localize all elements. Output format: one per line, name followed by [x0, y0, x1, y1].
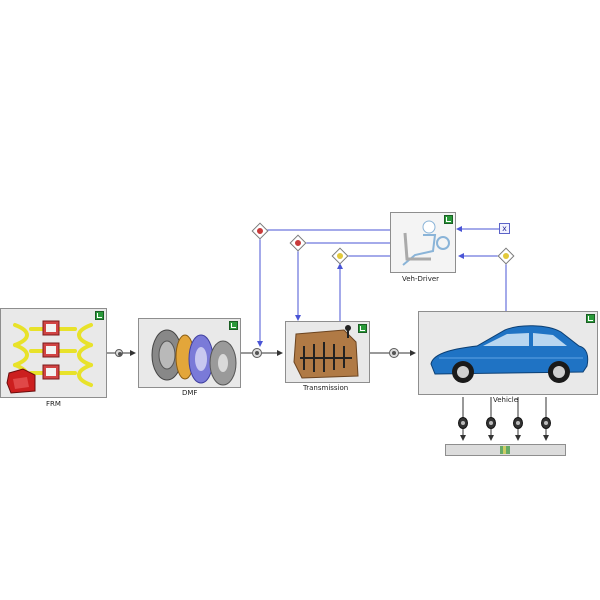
wheel-sensor-icon[interactable]: [458, 417, 468, 429]
wheel-sensor-icon[interactable]: [513, 417, 523, 429]
signal-input-icon[interactable]: x: [499, 223, 510, 234]
connector-node-icon[interactable]: [252, 348, 262, 358]
frm-block[interactable]: [0, 308, 107, 398]
expand-icon[interactable]: [358, 324, 367, 333]
connector-node-icon[interactable]: [389, 348, 399, 358]
car-icon: [430, 325, 589, 383]
road-load-block[interactable]: [445, 444, 566, 456]
expand-icon[interactable]: [444, 215, 453, 224]
expand-icon[interactable]: [229, 321, 238, 330]
expand-icon[interactable]: [586, 314, 595, 323]
transmission-label: Transmission: [303, 384, 349, 392]
dual-mass-flywheel-icon: [151, 329, 237, 386]
driver-label: Veh-Driver: [402, 275, 440, 283]
vehicle-block[interactable]: [418, 311, 598, 395]
dmf-label: DMF: [182, 389, 198, 397]
vehicle-label: Vehicle: [493, 396, 519, 404]
engine-frm-icon: [6, 320, 93, 394]
dmf-block[interactable]: [138, 318, 241, 388]
road-load-icon: [500, 446, 510, 454]
gearbox-icon: [293, 325, 359, 379]
connector-node-icon[interactable]: [115, 349, 123, 357]
driver-seat-icon: [402, 220, 450, 266]
frm-label: FRM: [46, 400, 61, 408]
wheel-sensor-icon[interactable]: [541, 417, 551, 429]
transmission-block[interactable]: [285, 321, 370, 383]
driver-block[interactable]: [390, 212, 456, 273]
wheel-sensor-icon[interactable]: [486, 417, 496, 429]
expand-icon[interactable]: [95, 311, 104, 320]
